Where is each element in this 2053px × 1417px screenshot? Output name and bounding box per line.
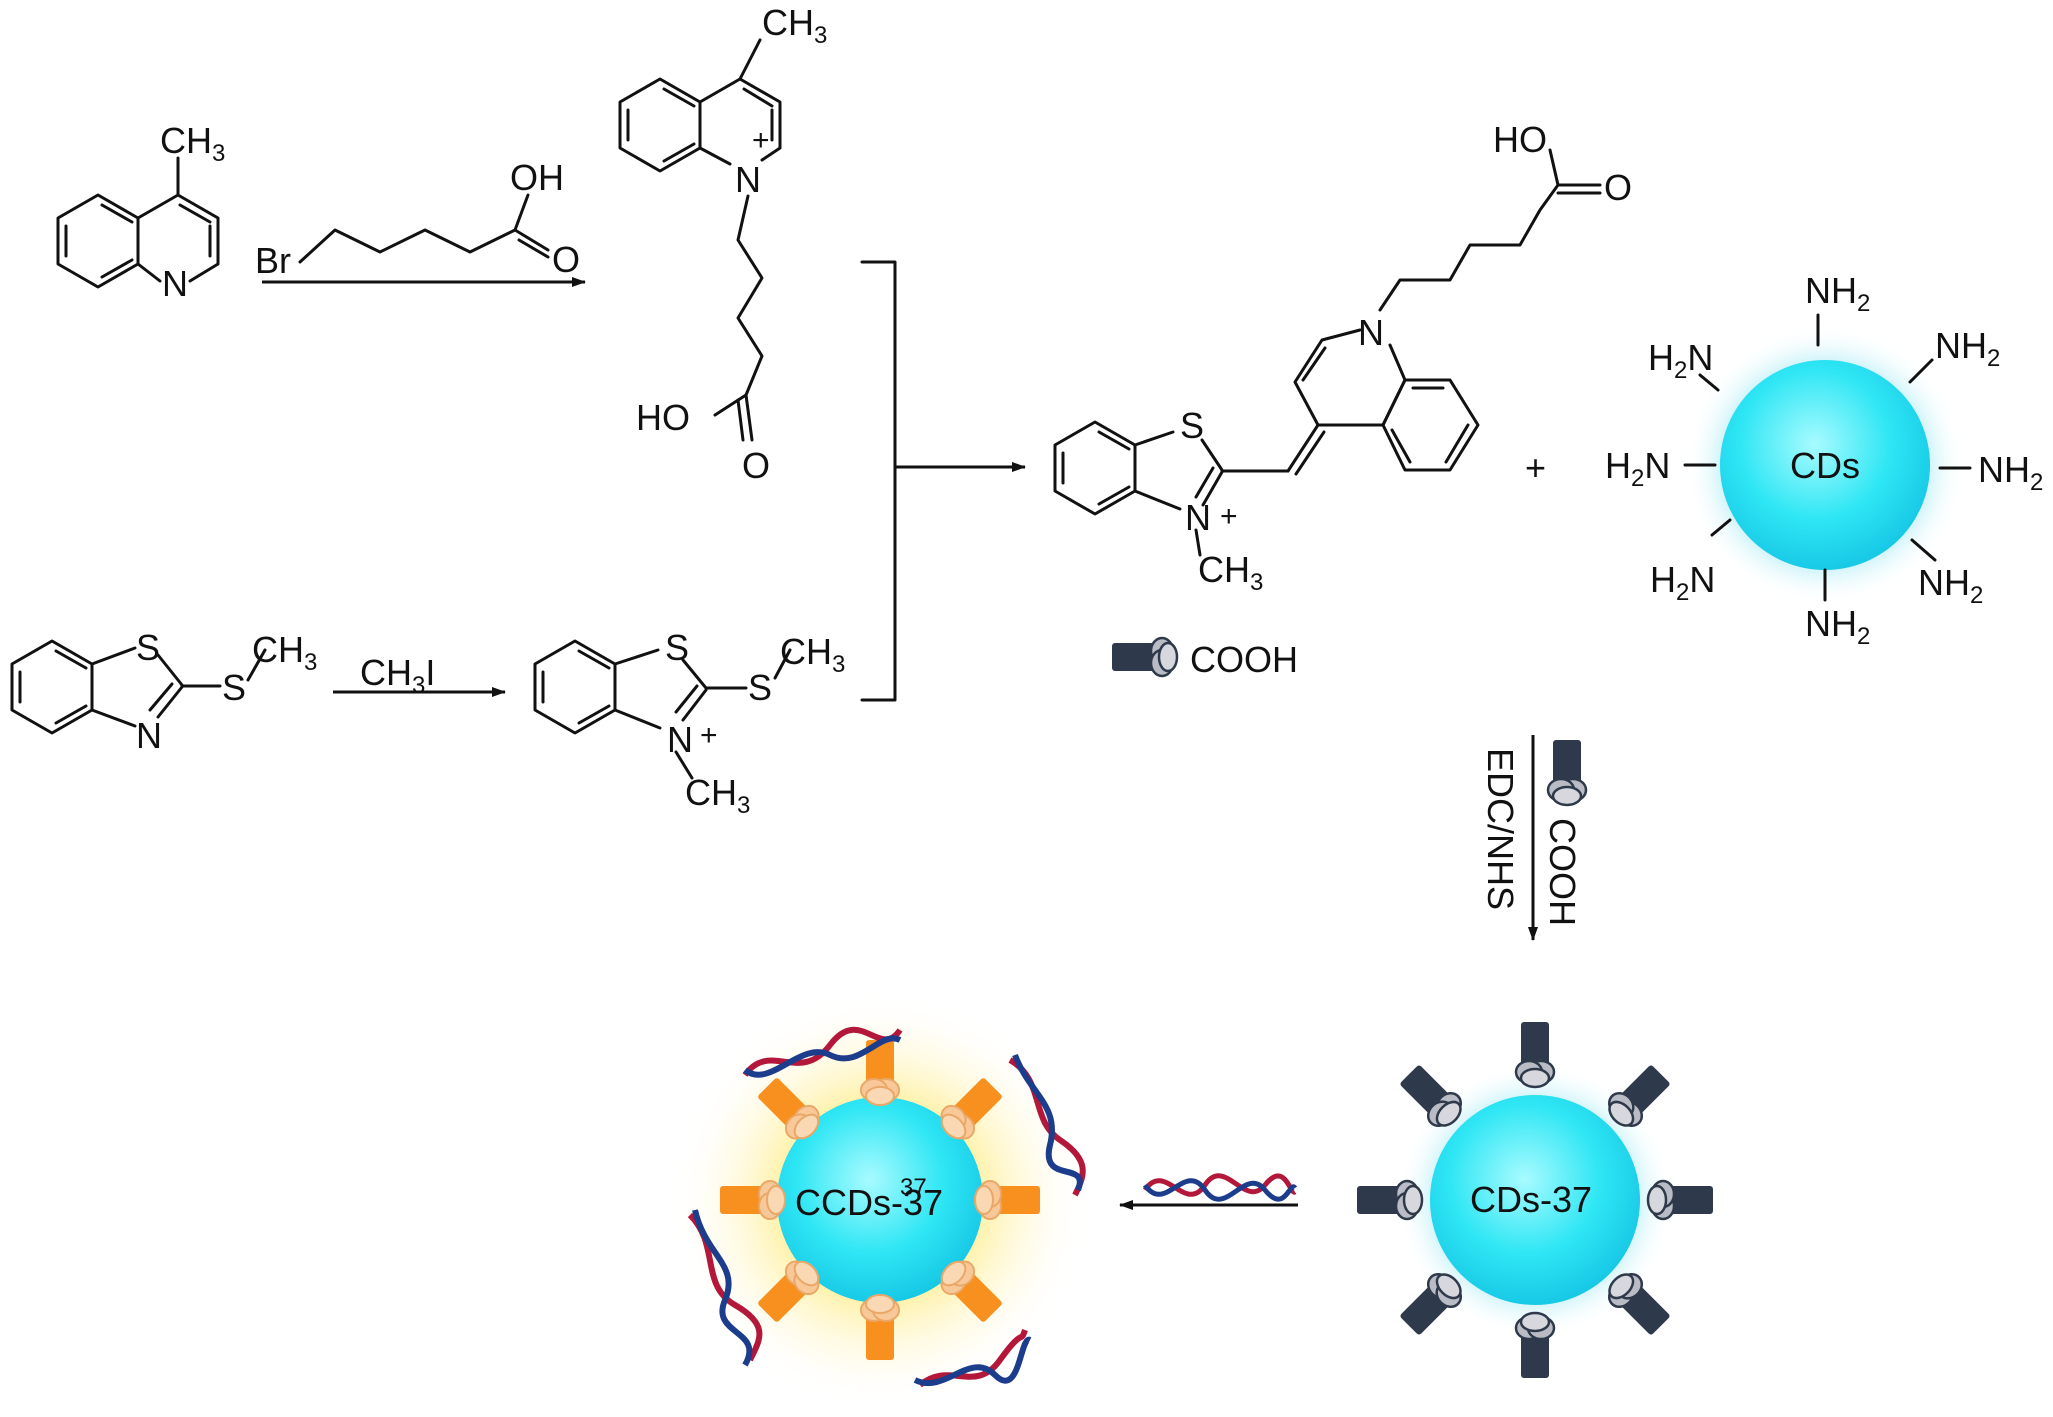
- dye-cooh-label: COOH: [1190, 639, 1298, 680]
- cds37-label: CDs-37: [1470, 1179, 1592, 1220]
- methyl-label: CH3: [780, 631, 845, 678]
- charge-plus: +: [1220, 500, 1238, 533]
- atom-o: O: [552, 239, 580, 280]
- amine-group: NH2: [1805, 270, 1870, 317]
- atom-ho: HO: [1493, 119, 1547, 160]
- atom-oh: OH: [510, 157, 564, 198]
- methyl-label: CH3: [160, 120, 225, 167]
- atom-s: S: [222, 667, 246, 708]
- amine-group: H2N: [1605, 445, 1670, 492]
- cds-sphere: [1720, 360, 1930, 570]
- amine-group: NH2: [1978, 449, 2043, 496]
- atom-n: N: [1358, 312, 1384, 353]
- atom-s: S: [665, 627, 689, 668]
- coupling-reagent-label: EDC/NHS: [1480, 748, 1521, 910]
- amine-group: NH2: [1918, 562, 1983, 609]
- amine-group: H2N: [1650, 559, 1715, 606]
- methyl-label: CH3: [1198, 549, 1263, 596]
- dye-tag: [974, 1180, 1041, 1220]
- dna-icon: [1142, 1173, 1298, 1202]
- svg-text:NH2: NH2: [1978, 449, 2043, 496]
- dna-strands: [687, 1026, 1086, 1388]
- dye-pictogram: [1546, 738, 1588, 807]
- atom-br: Br: [255, 240, 291, 281]
- quinolinium-acid-structure: CH3 N + HO O: [618, 2, 827, 486]
- dye-structure: S N + CH3 N HO O: [1053, 119, 1632, 596]
- bromohexanoic-acid-reagent: Br OH O: [255, 157, 580, 281]
- methyl-label: CH3: [762, 2, 827, 49]
- dye-pictogram: [1110, 636, 1179, 678]
- methyl-label: CH3: [685, 772, 750, 819]
- amine-group: H2N: [1648, 337, 1713, 384]
- dye-tag: [1514, 1311, 1556, 1380]
- cds37-conjugate: CDs-37: [1355, 1020, 1715, 1380]
- ccds37-superscript: 37: [900, 1174, 927, 1201]
- atom-s: S: [136, 627, 160, 668]
- svg-text:NH2: NH2: [1805, 603, 1870, 650]
- svg-text:H2N: H2N: [1650, 559, 1715, 606]
- atom-s: S: [748, 667, 772, 708]
- svg-text:H2N: H2N: [1605, 445, 1670, 492]
- dye-tag: [1514, 1020, 1556, 1089]
- svg-text:NH2: NH2: [1918, 562, 1983, 609]
- ccds37-dna-complex: CCDs-37 37: [670, 990, 1090, 1410]
- methylthiobenzothiazole-structure: S N S CH3: [10, 627, 317, 756]
- atom-n: N: [667, 719, 693, 760]
- svg-text:NH2: NH2: [1935, 325, 2000, 372]
- dye-tag: [860, 1294, 900, 1361]
- charge-plus: +: [700, 719, 718, 752]
- methylquinoline-structure: N CH3: [56, 120, 225, 304]
- cds-label: CDs: [1790, 445, 1860, 486]
- combining-bracket: [860, 260, 897, 702]
- atom-n: N: [735, 159, 761, 200]
- dye-tag: [1646, 1179, 1715, 1221]
- ccds37-sphere: [777, 1097, 983, 1303]
- atom-n: N: [162, 263, 188, 304]
- svg-text:H2N: H2N: [1648, 337, 1713, 384]
- amine-group: NH2: [1935, 325, 2000, 372]
- atom-o: O: [742, 445, 770, 486]
- atom-o: O: [1604, 167, 1632, 208]
- ccds37-label: CCDs-37: [795, 1182, 943, 1223]
- cds37-sphere: [1430, 1095, 1640, 1305]
- atom-ho: HO: [636, 397, 690, 438]
- dye-tag: [1355, 1179, 1424, 1221]
- svg-text:NH2: NH2: [1805, 270, 1870, 317]
- methyl-label: CH3: [252, 629, 317, 676]
- atom-n: N: [1185, 497, 1211, 538]
- benzothiazolium-structure: S N + S CH3 CH3: [533, 627, 845, 819]
- amine-group: NH2: [1805, 603, 1870, 650]
- reaction-plus: +: [1525, 447, 1546, 488]
- atom-n: N: [136, 715, 162, 756]
- amino-carbon-dots: CDs NH2 H2N NH2 H2N NH2 H2N NH2 NH2: [1605, 270, 2043, 650]
- atom-s: S: [1180, 405, 1204, 446]
- dye-cooh-label: COOH: [1542, 818, 1583, 926]
- charge-plus: +: [752, 124, 770, 157]
- dye-tag: [719, 1180, 786, 1220]
